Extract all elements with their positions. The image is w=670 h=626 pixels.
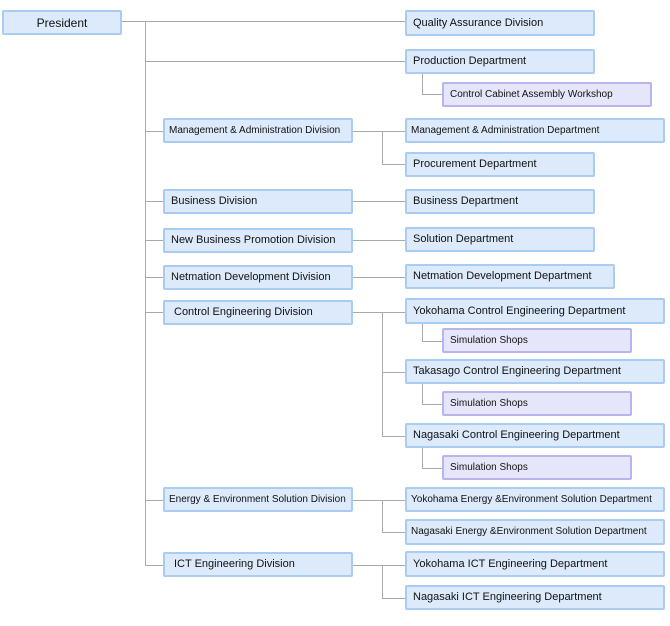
connector-shop1-v: [422, 324, 423, 341]
connector-control-v: [382, 312, 383, 436]
connector-business-dept: [353, 201, 405, 202]
connector-shop1-h: [422, 341, 442, 342]
connector-takasago: [382, 372, 405, 373]
netmation-department-box: Netmation Development Department: [405, 264, 615, 289]
connector-ict-dept: [353, 565, 405, 566]
connector-solution-dept: [353, 240, 405, 241]
management-division-box: Management & Administration Division: [163, 118, 353, 143]
procurement-department-box: Procurement Department: [405, 152, 595, 177]
simulation-shops-box-1: Simulation Shops: [442, 328, 632, 353]
connector-netmation-division: [145, 277, 163, 278]
yokohama-ict-department-box: Yokohama ICT Engineering Department: [405, 551, 665, 577]
energy-division-box: Energy & Environment Solution Division: [163, 487, 353, 512]
connector-shop2-v: [422, 384, 423, 404]
takasago-control-department-box: Takasago Control Engineering Department: [405, 359, 665, 384]
connector-ict-nagasaki: [382, 598, 405, 599]
nagasaki-control-department-box: Nagasaki Control Engineering Department: [405, 423, 665, 448]
connector-business-division: [145, 201, 163, 202]
connector-mgmt-division: [145, 131, 163, 132]
control-engineering-division-box: Control Engineering Division: [163, 300, 353, 325]
simulation-shops-box-2: Simulation Shops: [442, 391, 632, 416]
connector-energy-dept: [353, 500, 405, 501]
yokohama-control-department-box: Yokohama Control Engineering Department: [405, 298, 665, 324]
connector-ict-division: [145, 565, 163, 566]
netmation-division-box: Netmation Development Division: [163, 265, 353, 290]
connector-shop3-v: [422, 448, 423, 468]
solution-department-box: Solution Department: [405, 227, 595, 252]
connector-netmation-dept: [353, 277, 405, 278]
connector-workshop-v: [422, 74, 423, 94]
connector-workshop-h: [422, 94, 442, 95]
production-department-box: Production Department: [405, 49, 595, 74]
simulation-shops-box-3: Simulation Shops: [442, 455, 632, 480]
connector-newbiz-division: [145, 240, 163, 241]
connector-nagasaki-control: [382, 436, 405, 437]
connector-ict-v: [382, 565, 383, 598]
control-cabinet-workshop-box: Control Cabinet Assembly Workshop: [442, 82, 652, 107]
connector-procurement: [382, 164, 405, 165]
connector-main-trunk: [145, 21, 146, 566]
connector-shop3-h: [422, 468, 442, 469]
connector-mgmt-dept: [353, 131, 405, 132]
connector-control-division: [145, 312, 163, 313]
nagasaki-ict-department-box: Nagasaki ICT Engineering Department: [405, 585, 665, 610]
connector-production: [145, 61, 405, 62]
connector-mgmt-v: [382, 131, 383, 164]
connector-energy-division: [145, 500, 163, 501]
yokohama-energy-department-box: Yokohama Energy &Environment Solution De…: [405, 487, 665, 512]
nagasaki-energy-department-box: Nagasaki Energy &Environment Solution De…: [405, 519, 665, 545]
quality-assurance-box: Quality Assurance Division: [405, 10, 595, 36]
president-box: President: [2, 10, 122, 35]
management-department-box: Management & Administration Department: [405, 118, 665, 143]
connector-shop2-h: [422, 404, 442, 405]
new-business-division-box: New Business Promotion Division: [163, 228, 353, 253]
business-department-box: Business Department: [405, 189, 595, 214]
ict-division-box: ICT Engineering Division: [163, 552, 353, 577]
connector-energy-v: [382, 500, 383, 532]
business-division-box: Business Division: [163, 189, 353, 214]
connector-control-dept: [353, 312, 405, 313]
connector-president-h: [122, 21, 405, 22]
connector-energy-nagasaki: [382, 532, 405, 533]
